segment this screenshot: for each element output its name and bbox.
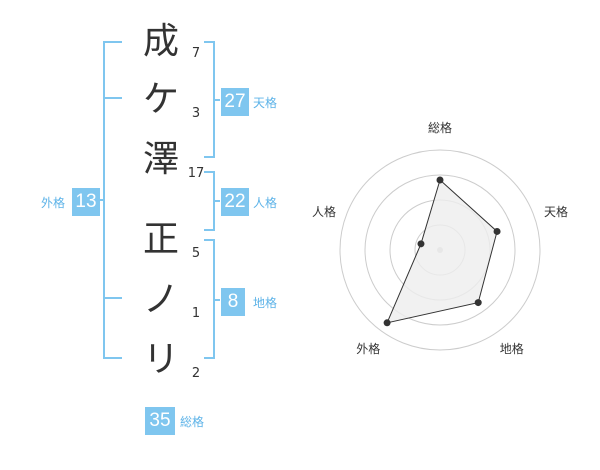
radar-point-2 bbox=[493, 227, 501, 235]
name-char-4: 正 bbox=[142, 219, 179, 260]
chikaku-value: 8 bbox=[221, 288, 245, 316]
radar-point-5 bbox=[417, 240, 425, 248]
name-char-5: ノ bbox=[142, 279, 179, 320]
stroke-count-4: 5 bbox=[191, 246, 201, 261]
chikaku-label: 地格 bbox=[253, 296, 278, 310]
radar-axis-label: 総格 bbox=[427, 121, 452, 135]
soukaku-label: 総格 bbox=[180, 415, 205, 429]
gaikaku-label: 外格 bbox=[41, 196, 66, 210]
jinkaku-value: 22 bbox=[221, 188, 249, 216]
name-char-2: ケ bbox=[142, 79, 179, 120]
radar-point-3 bbox=[474, 299, 482, 307]
radar-series-polygon bbox=[386, 179, 498, 324]
soukaku-value: 35 bbox=[145, 407, 175, 435]
radar-axis-label: 人格 bbox=[311, 205, 336, 220]
radar-axis-label: 天格 bbox=[544, 205, 569, 220]
stroke-count-1: 7 bbox=[191, 46, 201, 61]
tenkaku-value: 27 bbox=[221, 88, 249, 116]
stroke-count-5: 1 bbox=[191, 306, 201, 321]
tenkaku-label: 天格 bbox=[253, 96, 278, 110]
name-char-1: 成 bbox=[142, 21, 179, 62]
stroke-count-3: 17 bbox=[187, 166, 205, 181]
radar-axis-label: 外格 bbox=[356, 341, 381, 356]
radar-point-1 bbox=[436, 176, 444, 184]
stroke-count-6: 2 bbox=[191, 366, 201, 381]
radar-ring bbox=[364, 174, 516, 326]
radar-axis-label: 地格 bbox=[499, 341, 524, 356]
name-char-3: 澤 bbox=[142, 139, 179, 180]
stroke-count-2: 3 bbox=[191, 106, 201, 121]
name-char-6: リ bbox=[142, 339, 179, 380]
radar-ring bbox=[339, 149, 541, 351]
gaikaku-value: 13 bbox=[72, 188, 100, 216]
radar-point-4 bbox=[383, 319, 391, 327]
jinkaku-label: 人格 bbox=[253, 196, 278, 210]
